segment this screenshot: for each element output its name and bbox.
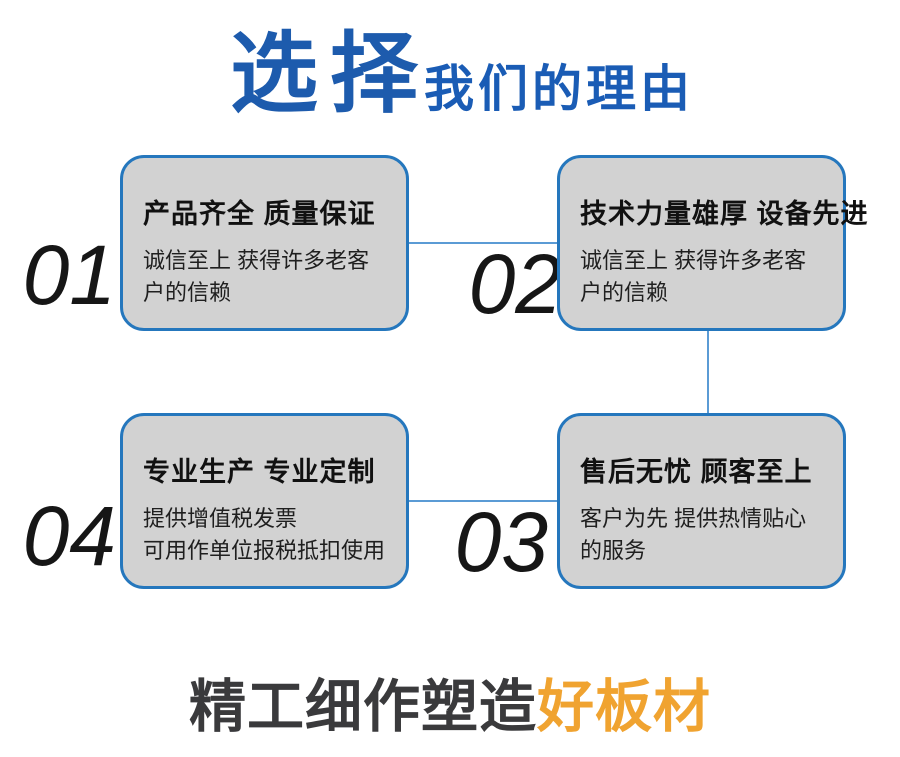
reason-number-02: 02 [468,237,562,331]
connector-box4-box3 [409,500,557,502]
page-title-secondary: 我们的理由 [424,61,694,117]
reason-title: 产品齐全 质量保证 [143,199,376,229]
reason-description: 诚信至上 获得许多老客户的信赖 [143,248,370,305]
footer-slogan-highlight: 好板材 [537,675,711,739]
page-title-primary: 选择 [230,24,431,123]
reason-number-01: 01 [22,228,116,322]
connector-box1-box2 [409,242,557,244]
reason-card-02: 技术力量雄厚 设备先进 诚信至上 获得许多老客户的信赖 [557,155,869,331]
footer-slogan: 精工细作塑造好板材 [0,676,900,739]
reason-card-03: 售后无忧 顾客至上 客户为先 提供热情贴心的服务 [557,413,846,589]
reason-title: 售后无忧 顾客至上 [580,457,813,487]
reason-number-03: 03 [454,495,548,589]
reason-title: 技术力量雄厚 设备先进 [580,199,869,229]
reason-card-04: 专业生产 专业定制 提供增值税发票 可用作单位报税抵扣使用 [120,413,409,589]
reason-number-04: 04 [22,489,116,583]
reason-description: 提供增值税发票 可用作单位报税抵扣使用 [143,506,386,563]
reason-card-01: 产品齐全 质量保证 诚信至上 获得许多老客户的信赖 [120,155,409,331]
connector-box2-box3 [707,331,709,413]
reason-description: 客户为先 提供热情贴心的服务 [580,506,807,563]
reason-title: 专业生产 专业定制 [143,457,376,487]
reason-description: 诚信至上 获得许多老客户的信赖 [580,248,807,305]
footer-slogan-prefix: 精工细作塑造 [189,675,537,739]
